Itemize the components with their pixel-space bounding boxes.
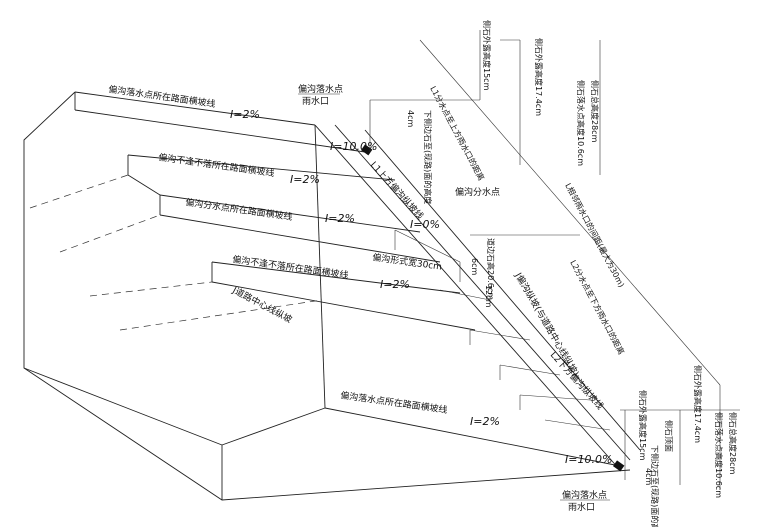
drain-point-top-label: 偏沟落水点 — [298, 83, 343, 95]
slope-top-road: I=2% — [230, 108, 260, 121]
bottom-lower-curb-label: 下侧边石至(现路)面的高度 — [650, 445, 660, 527]
slope-third: I=2% — [325, 212, 355, 225]
cross-slope-lines — [74, 109, 616, 466]
bottom-side-curb-label: 侧石外露高度15cm — [638, 390, 648, 461]
curb-height-label: 道边石高20.6cm — [486, 238, 496, 300]
bottom-side-drop-label: 侧石落水点高度10.6cm — [714, 412, 724, 498]
dim-lower-4cm: 4cm — [644, 468, 653, 485]
j-gutter-slope-label: J偏沟纵坡(与道路中心线纵坡) — [512, 270, 582, 379]
road-centerline-label: J道路中心线纵坡 — [230, 284, 294, 326]
cross-slope-label-2: 偏沟不逢不落所在路面横坡线 — [158, 151, 276, 179]
rain-inlet-top-marker — [361, 144, 373, 156]
dim-mid-12cm: 12cm — [484, 285, 493, 308]
lower-curb-top-label: 下侧边石至(现路)面的高度 — [423, 110, 433, 204]
cross-slope-label-bottom: 偏沟落水点所在路面横坡线 — [340, 389, 449, 416]
slope-bottom: I=2% — [470, 415, 500, 428]
slope-drain-top: I=10.0% — [330, 140, 377, 153]
gutter-width-label: 偏沟形式宽30cm — [372, 251, 443, 273]
cross-slope-label-top: 偏沟落水点所在路面横坡线 — [108, 83, 217, 110]
l1-distance-label: L1分水点至上方雨水口的距离 — [428, 84, 486, 182]
rain-inlet-bottom-label: 雨水口 — [568, 501, 595, 513]
rain-inlet-top-label: 雨水口 — [302, 95, 329, 107]
side-curb-top-label: 侧石顶面 — [664, 420, 674, 452]
dimension-lines — [369, 30, 740, 490]
drain-point-bottom-label: 偏沟落水点 — [562, 489, 607, 501]
road-block-outline — [23, 91, 631, 501]
slope-divide: I=0% — [410, 218, 440, 231]
curb-exposed-label: 侧石外露高度17.4cm — [534, 38, 544, 116]
curb-total-label: 侧石总高度28cm — [590, 80, 600, 143]
side-drop-top-label: 侧石落水点高度10.6cm — [576, 80, 586, 166]
l2-segment-label: L2下方偏沟纵坡线 — [548, 349, 606, 412]
rain-inlet-bottom-marker — [613, 460, 625, 472]
dim-mid-6cm: 6cm — [470, 258, 479, 275]
top-outside-label: 侧石外露高度15cm — [482, 20, 492, 91]
gutter-band — [314, 124, 641, 471]
slope-second: I=2% — [290, 173, 320, 186]
dim-upper-4cm: 4cm — [406, 110, 415, 127]
slope-drain-bottom: I=10.0% — [565, 453, 612, 466]
slope-fourth: I=2% — [380, 278, 410, 291]
cross-slope-label-3: 偏沟分水点所在路面横坡线 — [185, 196, 294, 223]
centerline-dashes — [29, 174, 323, 331]
cross-slope-label-4: 偏沟不逢不落所在路面横坡线 — [232, 253, 350, 281]
divide-point-label: 偏沟分水点 — [455, 186, 500, 198]
curb-exposed-bottom-label: 侧石外露高度17.4cm — [693, 365, 703, 443]
bottom-curb-total-label: 侧石总高度28cm — [728, 412, 738, 475]
